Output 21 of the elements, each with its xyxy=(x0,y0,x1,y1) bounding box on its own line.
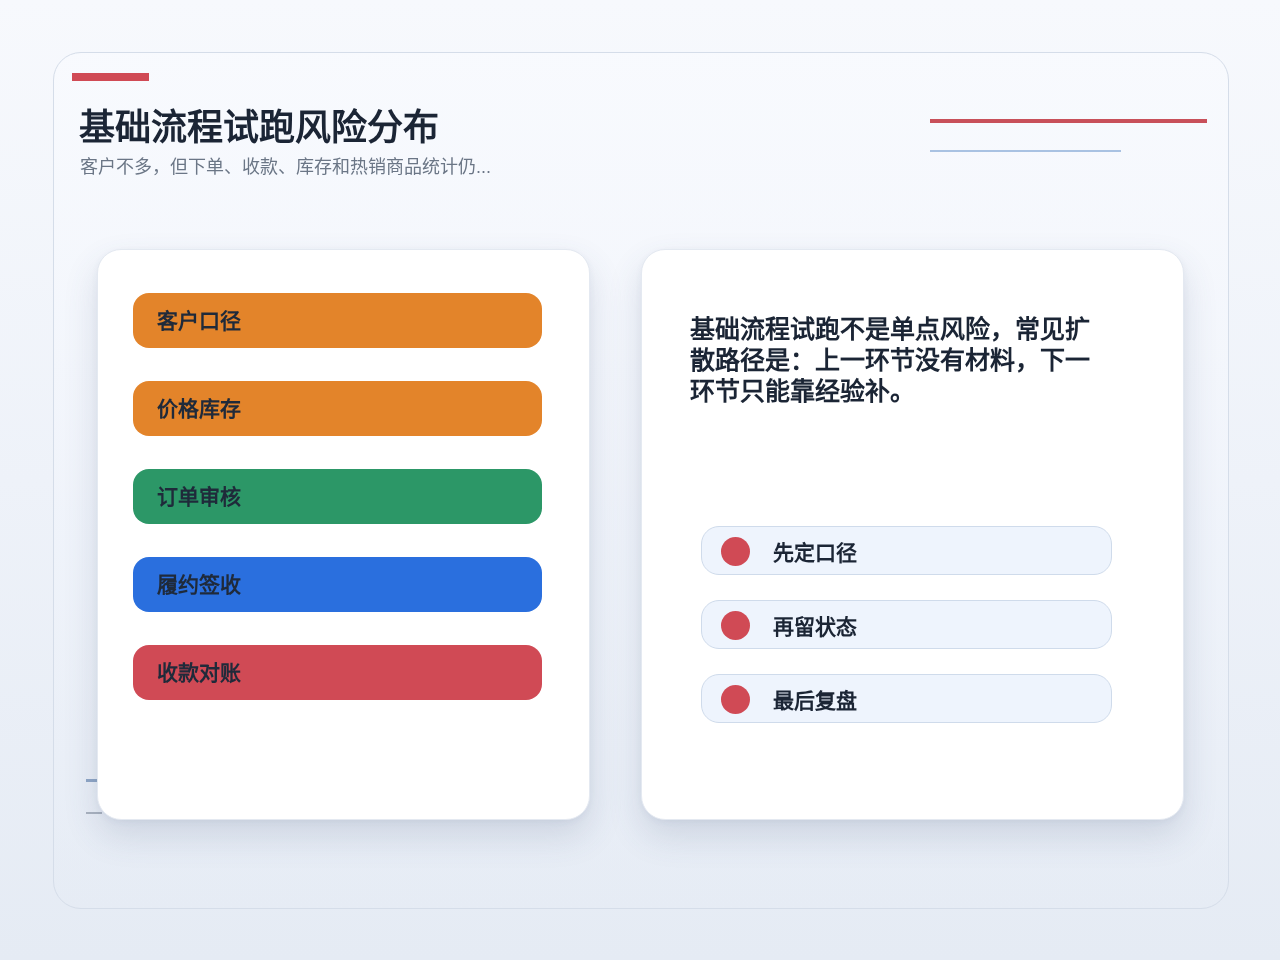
process-bar xyxy=(133,293,542,348)
process-bar xyxy=(133,381,542,436)
card xyxy=(97,249,590,820)
step-label: 价格库存 xyxy=(157,395,241,422)
step-label: 客户口径 xyxy=(157,307,241,334)
title: 基础流程试跑风险分布 xyxy=(79,106,439,150)
info-card xyxy=(641,249,1184,820)
step-label: 订单审核 xyxy=(157,483,241,510)
process-bar xyxy=(133,557,542,612)
checklist-pill xyxy=(701,526,1112,575)
process-bar xyxy=(133,645,542,700)
subtitle: 客户不多，但下单、收款、库存和热销商品统计仍... xyxy=(80,156,491,179)
step-label: 履约签收 xyxy=(157,571,241,598)
step-label: 收款对账 xyxy=(157,659,241,686)
process-bar xyxy=(133,469,542,524)
checklist-pill xyxy=(701,600,1112,649)
checklist-pill xyxy=(701,674,1112,723)
step-label: 先定口径 xyxy=(773,539,857,566)
summary-text: 基础流程试跑不是单点风险，常见扩散路径是：上一环节没有材料，下一环节只能靠经验补。 xyxy=(690,314,1091,407)
step-label: 最后复盘 xyxy=(773,687,857,714)
step-label: 再留状态 xyxy=(773,613,857,640)
